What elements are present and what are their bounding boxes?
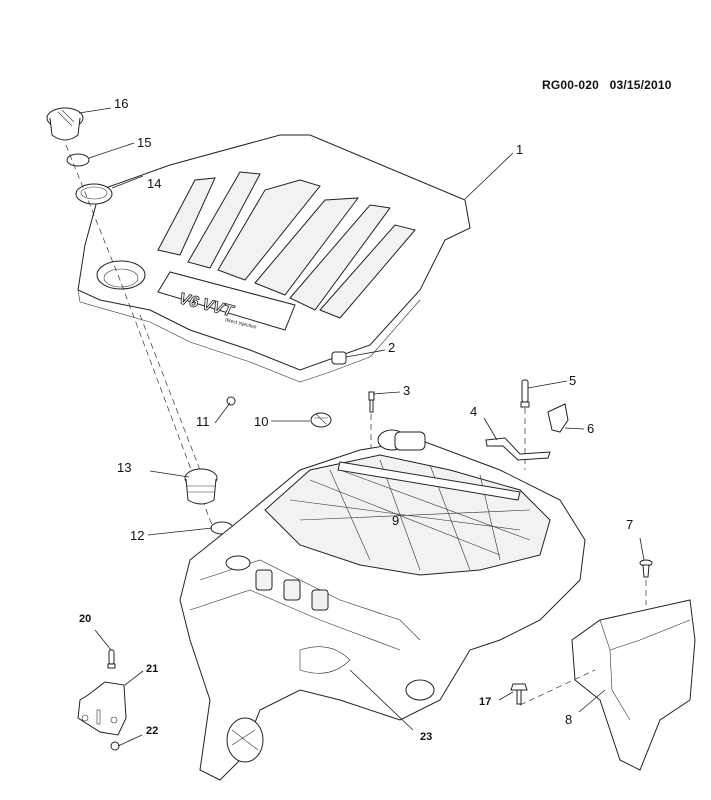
callout-23[interactable]: 23 xyxy=(420,731,433,743)
callout-13[interactable]: 13 xyxy=(117,460,132,475)
diagram-header: RG00-020 03/15/2010 xyxy=(542,78,672,92)
grommet-10[interactable] xyxy=(310,412,332,428)
callout-7[interactable]: 7 xyxy=(626,517,634,532)
callout-21[interactable]: 21 xyxy=(146,663,159,675)
filler-tube[interactable] xyxy=(184,468,218,505)
callout-5[interactable]: 5 xyxy=(569,373,577,388)
callout-11[interactable]: 11 xyxy=(196,414,210,429)
diagram-date: 03/15/2010 xyxy=(609,78,672,92)
stud-bolt-3[interactable] xyxy=(368,391,375,413)
callout-8[interactable]: 8 xyxy=(565,712,573,727)
callout-22[interactable]: 22 xyxy=(146,725,159,737)
side-shield[interactable] xyxy=(571,599,696,771)
callout-10[interactable]: 10 xyxy=(254,414,269,429)
bracket-21[interactable] xyxy=(77,681,127,736)
callout-14[interactable]: 14 xyxy=(147,176,162,191)
cover-grommet[interactable] xyxy=(331,351,347,365)
seal[interactable] xyxy=(75,183,113,205)
callout-12[interactable]: 12 xyxy=(130,528,145,543)
bracket-4[interactable] xyxy=(485,437,551,461)
diagram-id: RG00-020 xyxy=(542,78,599,92)
push-pin-7[interactable] xyxy=(639,559,653,578)
bolt-17[interactable] xyxy=(510,683,528,705)
callout-17[interactable]: 17 xyxy=(479,696,492,708)
callout-9[interactable]: 9 xyxy=(392,513,400,528)
callout-16[interactable]: 16 xyxy=(114,96,129,111)
clip-6[interactable] xyxy=(547,403,569,433)
bolt-20[interactable] xyxy=(107,649,116,669)
callout-3[interactable]: 3 xyxy=(403,383,411,398)
callout-4[interactable]: 4 xyxy=(470,404,478,419)
callout-15[interactable]: 15 xyxy=(137,135,152,150)
stud-bolt-5[interactable] xyxy=(520,379,530,408)
o-ring[interactable] xyxy=(66,153,90,167)
callout-6[interactable]: 6 xyxy=(587,421,595,436)
callout-2[interactable]: 2 xyxy=(388,340,396,355)
engine-cover[interactable]: V6 VVT direct injection xyxy=(77,134,471,383)
clip-11[interactable] xyxy=(226,396,236,406)
callout-20[interactable]: 20 xyxy=(79,613,92,625)
nut-22[interactable] xyxy=(110,741,120,751)
oil-filler-cap[interactable] xyxy=(46,107,84,141)
leader-lines xyxy=(78,107,645,747)
engine-assembly[interactable] xyxy=(179,429,586,781)
callout-1[interactable]: 1 xyxy=(516,142,524,157)
